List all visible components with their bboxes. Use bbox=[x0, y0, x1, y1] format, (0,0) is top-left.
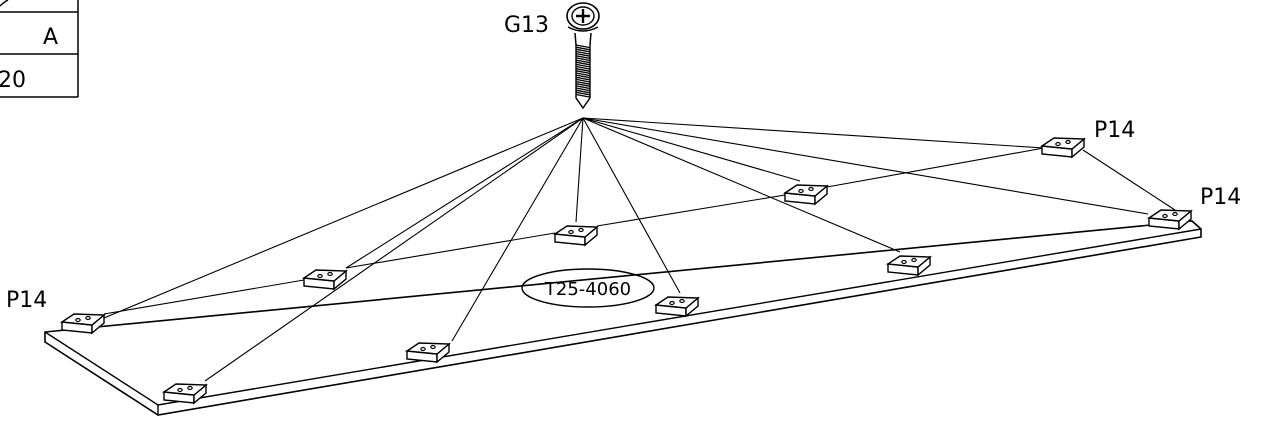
block-hole-icon bbox=[430, 344, 436, 350]
block-group bbox=[59, 137, 1193, 405]
connector-line bbox=[103, 279, 305, 315]
block-p14 bbox=[301, 269, 348, 291]
screw-shank bbox=[575, 45, 591, 98]
screw-label: G13 bbox=[504, 13, 549, 38]
quantity-table: A 20 bbox=[0, 0, 79, 98]
board-top-edge bbox=[44, 228, 1202, 406]
block-hole-icon bbox=[1172, 211, 1178, 217]
leader-line bbox=[582, 117, 801, 182]
block-hole-icon bbox=[187, 385, 193, 391]
block-connectors bbox=[103, 147, 1176, 315]
leader-lines bbox=[103, 117, 1149, 382]
block-hole-icon bbox=[568, 229, 574, 235]
block-p14 bbox=[1146, 209, 1193, 231]
screw-thread bbox=[575, 52, 591, 60]
block-top-face bbox=[1039, 137, 1086, 150]
block-hole-icon bbox=[578, 227, 584, 233]
board-panel bbox=[44, 220, 1202, 416]
connector-line bbox=[596, 194, 786, 227]
block-top-face bbox=[301, 269, 348, 282]
screw-thread bbox=[575, 78, 591, 85]
block-hole-icon bbox=[798, 188, 804, 194]
block-hole-icon bbox=[327, 271, 333, 277]
screw-tip bbox=[575, 97, 591, 110]
block-hole-icon bbox=[808, 186, 814, 192]
block-top-face bbox=[161, 383, 208, 396]
table-header-label: A bbox=[43, 25, 58, 50]
block-hole-icon bbox=[75, 317, 81, 323]
connector-line bbox=[1082, 149, 1176, 211]
block-hole-icon bbox=[911, 257, 917, 263]
screw-thread bbox=[575, 44, 591, 51]
block-hole-icon bbox=[1065, 139, 1071, 145]
block-label-right: P14 bbox=[1200, 185, 1241, 210]
leader-line bbox=[582, 117, 1149, 215]
part-code-callout: T25-4060 bbox=[521, 268, 655, 308]
table-corner-mark bbox=[0, 0, 9, 7]
block-top-face bbox=[59, 313, 106, 326]
block-top-face bbox=[552, 225, 599, 238]
block-hole-icon bbox=[85, 315, 91, 321]
block-hole-icon bbox=[1162, 213, 1168, 219]
block-p14 bbox=[161, 383, 208, 405]
block-p14 bbox=[653, 296, 700, 318]
connector-line bbox=[345, 232, 556, 269]
screw-threads bbox=[575, 44, 591, 98]
screw-head-inner bbox=[571, 6, 595, 26]
block-hole-icon bbox=[420, 346, 426, 352]
block-p14 bbox=[552, 225, 599, 247]
screw-thread bbox=[575, 83, 591, 90]
block-p14 bbox=[404, 342, 451, 364]
leader-line bbox=[204, 117, 584, 382]
screw-thread bbox=[575, 87, 591, 94]
block-hole-icon bbox=[669, 300, 675, 306]
block-hole-icon bbox=[901, 259, 907, 265]
board-outline bbox=[44, 220, 1202, 416]
block-hole-icon bbox=[679, 298, 685, 304]
part-code-label: T25-4060 bbox=[544, 279, 631, 300]
block-top-face bbox=[885, 255, 932, 268]
block-top-face bbox=[1146, 209, 1193, 222]
block-label-left: P14 bbox=[6, 288, 47, 313]
leader-line bbox=[582, 117, 901, 253]
table-value-label: 20 bbox=[0, 68, 26, 93]
connector-line bbox=[826, 147, 1045, 188]
phillips-cross-icon bbox=[576, 9, 590, 23]
block-p14 bbox=[782, 184, 829, 206]
screw-thread bbox=[575, 91, 591, 98]
block-p14 bbox=[1039, 137, 1086, 159]
leader-line bbox=[582, 117, 1045, 149]
leader-line bbox=[582, 117, 681, 294]
screw-thread bbox=[575, 57, 591, 64]
leader-line bbox=[575, 117, 584, 223]
screw-thread bbox=[575, 65, 591, 72]
leader-line bbox=[451, 117, 584, 342]
block-top-face bbox=[653, 296, 700, 309]
block-p14 bbox=[59, 313, 106, 335]
screw-g13: G13 bbox=[504, 2, 600, 110]
screw-thread bbox=[575, 48, 591, 55]
block-top-face bbox=[404, 342, 451, 355]
block-hole-icon bbox=[317, 273, 323, 279]
block-top-face bbox=[782, 184, 829, 197]
screw-thread bbox=[575, 70, 591, 77]
screw-neck bbox=[574, 32, 592, 46]
screw-thread bbox=[575, 74, 591, 81]
block-label-top-right: P14 bbox=[1094, 118, 1135, 143]
block-hole-icon bbox=[177, 387, 183, 393]
part-code-ellipse bbox=[521, 268, 655, 308]
screw-head-outer bbox=[566, 2, 600, 30]
block-p14 bbox=[885, 255, 932, 277]
screw-washer bbox=[567, 26, 599, 32]
block-hole-icon bbox=[1055, 141, 1061, 147]
leader-line bbox=[345, 117, 584, 269]
leader-line bbox=[103, 117, 584, 319]
screw-thread bbox=[575, 61, 591, 68]
